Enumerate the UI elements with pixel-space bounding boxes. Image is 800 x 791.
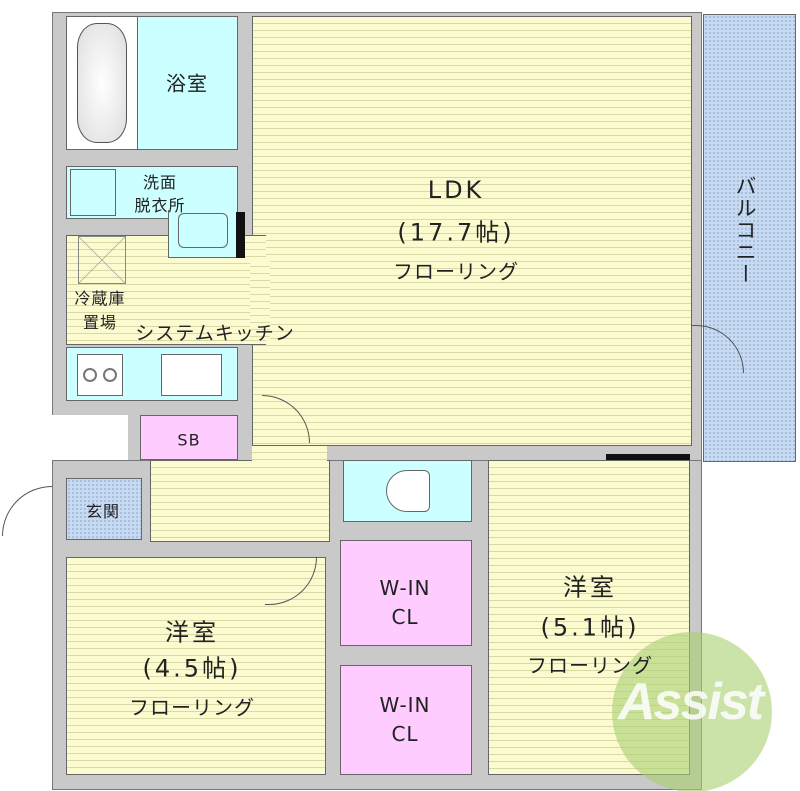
entrance-label: 玄関 xyxy=(85,502,121,521)
fridge-label-2: 置場 xyxy=(82,313,118,332)
kitchen-label: システムキッチン xyxy=(135,322,295,345)
closet1-label-2: CL xyxy=(391,605,419,629)
bedroom1-size: (4.5帖) xyxy=(142,654,242,683)
wall-stub xyxy=(236,212,245,258)
entrance xyxy=(66,478,142,540)
bedroom2-name: 洋室 xyxy=(563,573,617,602)
bath-label: 浴室 xyxy=(166,71,208,96)
sink xyxy=(178,213,228,248)
kitchen-sink xyxy=(161,354,222,396)
ldk-size: (17.7帖) xyxy=(397,218,515,247)
toilet-bowl xyxy=(386,470,430,512)
fridge-space xyxy=(78,236,126,284)
notch xyxy=(52,415,128,460)
washroom-label-2: 脱衣所 xyxy=(134,196,186,215)
washroom-label-1: 洗面 xyxy=(142,173,178,192)
bedroom2-size: (5.1帖) xyxy=(540,613,640,642)
logo-text: Assist xyxy=(618,673,764,731)
bedroom1-name: 洋室 xyxy=(165,618,219,647)
balcony-label: バルコニー xyxy=(733,175,757,285)
closet1-label-1: W-IN xyxy=(379,576,431,600)
hallway xyxy=(150,460,330,542)
closet2-label-2: CL xyxy=(391,722,419,746)
walk-in-closet-2 xyxy=(340,665,472,775)
storage-label: SB xyxy=(177,430,201,450)
closet2-label-1: W-IN xyxy=(379,693,431,717)
bathtub xyxy=(66,16,138,150)
bedroom2-floor: フローリング xyxy=(527,653,653,678)
stove xyxy=(77,354,123,396)
balcony xyxy=(703,14,796,462)
ldk-room xyxy=(252,16,692,446)
ldk-floor: フローリング xyxy=(393,259,519,284)
washing-machine xyxy=(70,169,116,216)
wall-stub-2 xyxy=(606,454,690,460)
walk-in-closet-1 xyxy=(340,540,472,646)
logo-circle xyxy=(612,632,772,791)
ldk-name: LDK xyxy=(427,176,485,204)
bedroom1-floor: フローリング xyxy=(129,695,255,720)
hallway-join xyxy=(252,446,327,462)
kitchen-join xyxy=(250,260,270,340)
entrance-door[interactable] xyxy=(2,486,52,536)
storage-sb xyxy=(140,415,238,460)
fridge-label-1: 冷蔵庫 xyxy=(74,289,126,308)
